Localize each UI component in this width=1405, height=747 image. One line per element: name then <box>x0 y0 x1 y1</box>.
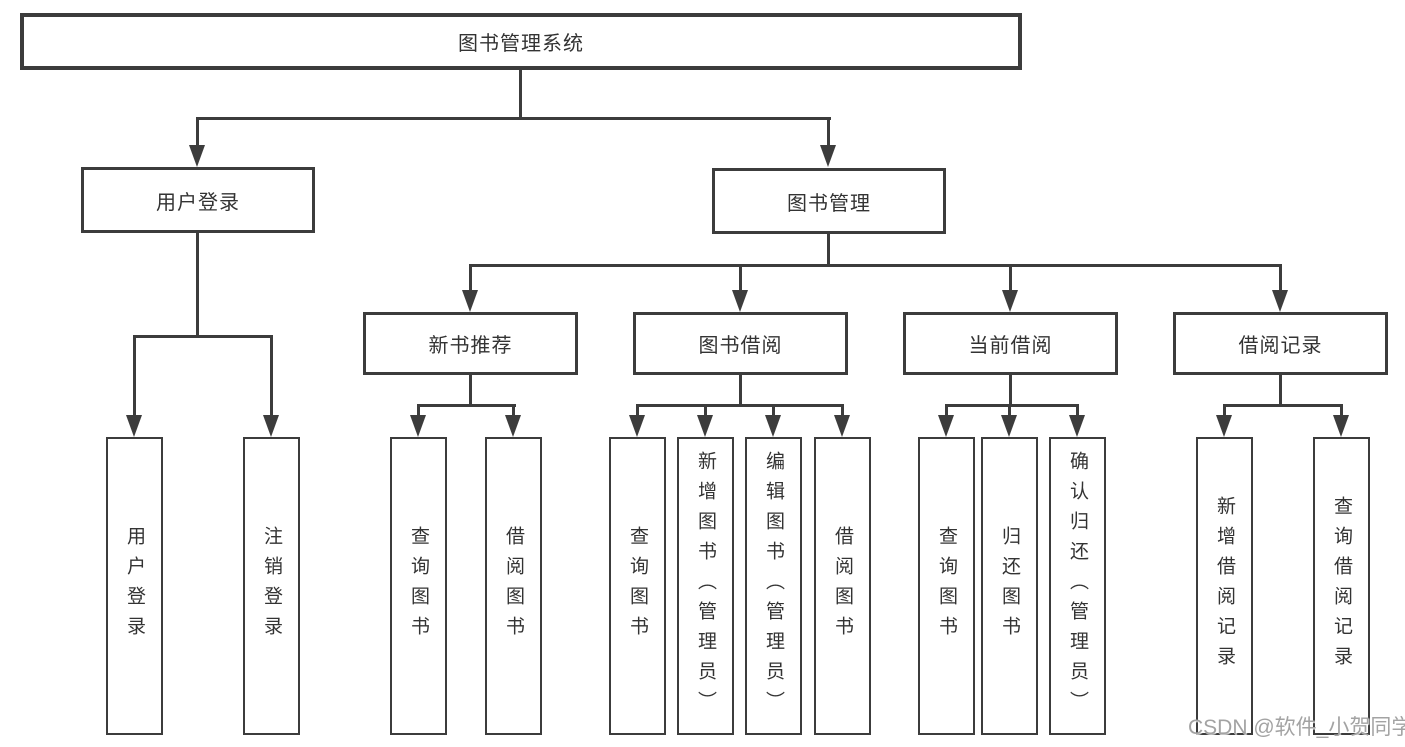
connector-segment <box>417 404 420 417</box>
node-label: 当前借阅 <box>968 335 1053 357</box>
leaf-edit-books-admin: 编辑图书（管理员） <box>745 437 802 735</box>
leaf-borrow-books: 借阅图书 <box>814 437 871 735</box>
leaf-return-books: 归还图书 <box>981 437 1038 735</box>
arrowhead-down-icon <box>1272 290 1288 312</box>
leaf-logout: 注销登录 <box>243 437 300 735</box>
arrowhead-down-icon <box>462 290 478 312</box>
node-label: 图书借阅 <box>698 335 783 357</box>
connector-segment <box>636 404 639 417</box>
connector-segment <box>945 404 948 417</box>
node-borrow-records: 借阅记录 <box>1173 312 1388 375</box>
connector-segment <box>739 264 742 292</box>
leaf-user-login: 用户登录 <box>106 437 163 735</box>
node-book-management: 图书管理 <box>712 168 946 234</box>
connector-segment <box>196 231 199 337</box>
arrowhead-down-icon <box>938 415 954 437</box>
connector-segment <box>739 373 742 406</box>
node-library-management-system: 图书管理系统 <box>20 13 1022 70</box>
connector-segment <box>469 373 472 406</box>
connector-segment <box>133 335 136 417</box>
leaf-query-books-recommend: 查询图书 <box>390 437 447 735</box>
connector-segment <box>945 404 1079 407</box>
arrowhead-down-icon <box>629 415 645 437</box>
connector-segment <box>519 66 522 120</box>
node-label: 新书推荐 <box>428 335 513 357</box>
node-label: 图书管理 <box>787 192 871 215</box>
arrowhead-down-icon <box>505 415 521 437</box>
arrowhead-down-icon <box>1333 415 1349 437</box>
node-current-borrow: 当前借阅 <box>903 312 1118 375</box>
leaf-query-books-current: 查询图书 <box>918 437 975 735</box>
leaf-query-books-borrow: 查询图书 <box>609 437 666 735</box>
arrowhead-down-icon <box>820 145 836 167</box>
connector-segment <box>469 264 1282 267</box>
leaf-add-books-admin: 新增图书（管理员） <box>677 437 734 735</box>
connector-segment <box>1279 373 1282 406</box>
node-label: 用户登录 <box>124 526 145 646</box>
leaf-query-borrow-record: 查询借阅记录 <box>1313 437 1370 735</box>
arrowhead-down-icon <box>1001 415 1017 437</box>
connector-segment <box>270 335 273 417</box>
node-label: 借阅图书 <box>832 526 853 646</box>
leaf-borrow-books-recommend: 借阅图书 <box>485 437 542 735</box>
node-book-borrow: 图书借阅 <box>633 312 848 375</box>
arrowhead-down-icon <box>410 415 426 437</box>
node-label: 注销登录 <box>261 526 282 646</box>
connector-segment <box>469 264 472 292</box>
arrowhead-down-icon <box>1002 290 1018 312</box>
leaf-confirm-return-admin: 确认归还（管理员） <box>1049 437 1106 735</box>
connector-segment <box>1340 404 1343 417</box>
arrowhead-down-icon <box>1069 415 1085 437</box>
connector-segment <box>1009 373 1012 406</box>
connector-segment <box>841 404 844 417</box>
node-label: 新增图书（管理员） <box>695 451 716 721</box>
node-label: 新增借阅记录 <box>1214 496 1235 676</box>
connector-segment <box>1223 404 1343 407</box>
connector-segment <box>196 117 831 120</box>
connector-segment <box>1223 404 1226 417</box>
leaf-add-borrow-record: 新增借阅记录 <box>1196 437 1253 735</box>
arrowhead-down-icon <box>834 415 850 437</box>
arrowhead-down-icon <box>1216 415 1232 437</box>
arrowhead-down-icon <box>732 290 748 312</box>
watermark: CSDN @软件_小贺同学 <box>1188 716 1405 739</box>
node-label: 查询图书 <box>627 526 648 646</box>
connector-segment <box>772 404 775 417</box>
node-label: 归还图书 <box>999 526 1020 646</box>
arrowhead-down-icon <box>126 415 142 437</box>
node-label: 查询图书 <box>936 526 957 646</box>
connector-segment <box>1076 404 1079 417</box>
node-label: 用户登录 <box>156 191 240 214</box>
arrowhead-down-icon <box>263 415 279 437</box>
connector-segment <box>196 117 199 147</box>
connector-segment <box>636 404 844 407</box>
connector-segment <box>1279 264 1282 292</box>
connector-segment <box>417 404 516 407</box>
connector-segment <box>133 335 273 338</box>
connector-segment <box>1009 264 1012 292</box>
connector-segment <box>827 117 830 147</box>
connector-segment <box>827 232 830 266</box>
node-label: 查询图书 <box>408 526 429 646</box>
node-label: 借阅图书 <box>503 526 524 646</box>
node-label: 图书管理系统 <box>458 33 584 55</box>
connector-segment <box>704 404 707 417</box>
node-user-login: 用户登录 <box>81 167 315 233</box>
connector-segment <box>1008 404 1011 417</box>
node-new-book-recommend: 新书推荐 <box>363 312 578 375</box>
arrowhead-down-icon <box>765 415 781 437</box>
node-label: 编辑图书（管理员） <box>763 451 784 721</box>
node-label: 查询借阅记录 <box>1331 496 1352 676</box>
node-label: 确认归还（管理员） <box>1067 451 1088 721</box>
arrowhead-down-icon <box>189 145 205 167</box>
arrowhead-down-icon <box>697 415 713 437</box>
connector-segment <box>512 404 515 417</box>
node-label: 借阅记录 <box>1238 335 1323 357</box>
